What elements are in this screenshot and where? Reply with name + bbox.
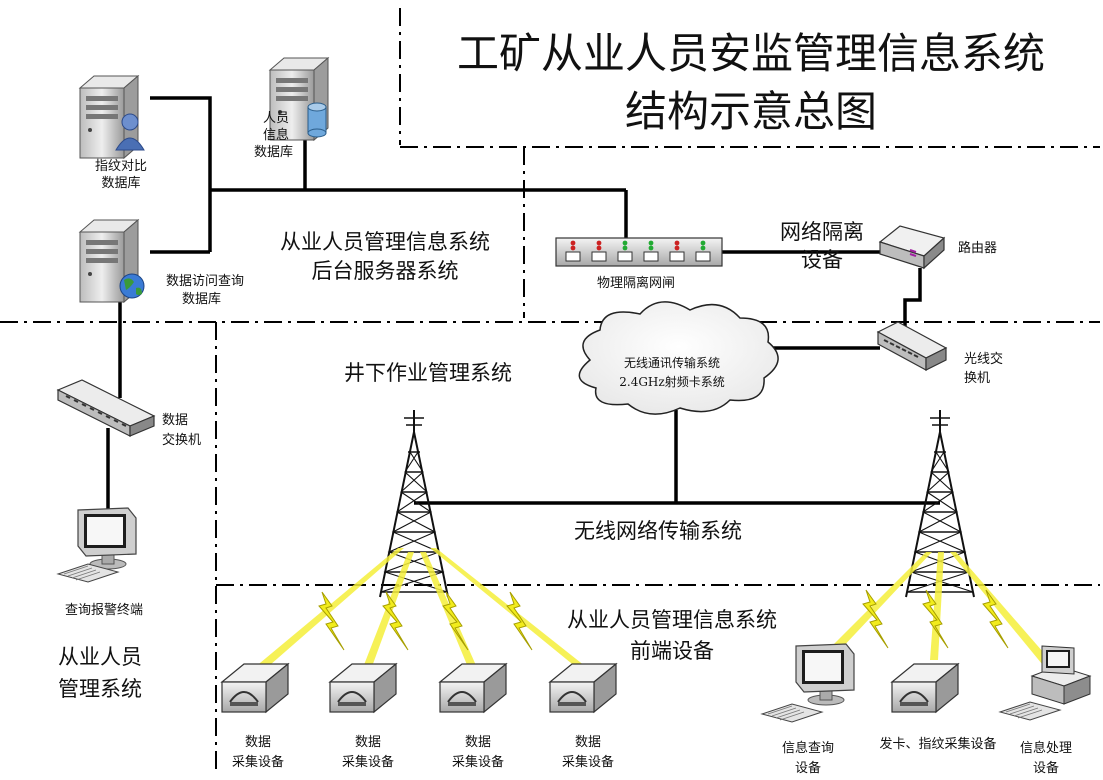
globe-icon xyxy=(119,273,145,299)
personnel-system-label-2: 管理系统 xyxy=(58,677,142,701)
info-process-label-1: 信息处理 xyxy=(1020,740,1072,756)
card-reader-icon xyxy=(549,663,617,713)
router-icon xyxy=(878,225,946,270)
gateway-label: 物理隔离网闸 xyxy=(597,275,675,291)
collector-4-label-1: 数据 xyxy=(575,735,601,750)
router-label: 路由器 xyxy=(958,240,997,256)
data-collector-2[interactable] xyxy=(329,663,397,713)
signal-links-right xyxy=(832,552,1050,664)
personnel-system-label-1: 从业人员 xyxy=(58,645,142,669)
collector-1-label-2: 采集设备 xyxy=(232,754,284,770)
collector-4-label-2: 采集设备 xyxy=(562,754,614,770)
monitor-icon xyxy=(795,643,855,706)
info-query-label-1: 信息查询 xyxy=(782,740,834,756)
title-line1: 工矿从业人员安监管理信息系统 xyxy=(457,29,1045,78)
title-line2: 结构示意总图 xyxy=(625,87,877,136)
alarm-terminal-device[interactable] xyxy=(57,507,137,583)
network-switch-icon xyxy=(876,321,948,372)
access-db-label-2: 数据库 xyxy=(182,291,221,307)
card-issue-label: 发卡、指纹采集设备 xyxy=(879,736,996,752)
info-process-label-2: 设备 xyxy=(1033,760,1059,776)
monitor-icon xyxy=(77,507,137,570)
data-collector-3[interactable] xyxy=(439,663,507,713)
keyboard-icon xyxy=(761,703,823,723)
signal-links-left xyxy=(254,548,590,672)
gateway-device[interactable] xyxy=(555,237,723,267)
isolation-label-1: 网络隔离 xyxy=(780,220,864,244)
collector-3-label-2: 采集设备 xyxy=(452,754,504,770)
card-reader-icon xyxy=(439,663,507,713)
frontend-section-label-1: 从业人员管理信息系统 xyxy=(567,608,777,632)
underground-section-label: 井下作业管理系统 xyxy=(344,361,512,385)
collector-2-label-2: 采集设备 xyxy=(342,754,394,770)
lightning-bolt-icon xyxy=(506,591,533,651)
wireless-net-label: 无线网络传输系统 xyxy=(574,519,742,543)
router-device[interactable] xyxy=(878,225,946,270)
network-links xyxy=(106,96,940,512)
fingerprint-db-label-1: 指纹对比 xyxy=(95,159,147,174)
fingerprint-db-label-2: 数据库 xyxy=(101,175,140,191)
frontend-section-label-2: 前端设备 xyxy=(630,639,714,663)
fingerprint-db-server[interactable] xyxy=(79,75,145,159)
network-switch-icon xyxy=(56,379,156,437)
data-collector-1[interactable] xyxy=(221,663,289,713)
cloud-label-2: 2.4GHz射频卡系统 xyxy=(619,374,724,389)
info-process-device[interactable] xyxy=(999,645,1092,721)
collector-1-label-1: 数据 xyxy=(245,735,271,750)
keyboard-icon xyxy=(999,701,1061,721)
gateway-icon xyxy=(555,237,723,267)
collector-2-label-1: 数据 xyxy=(355,735,381,750)
backend-section-label-1: 从业人员管理信息系统 xyxy=(280,230,490,254)
cloud-label-1: 无线通讯传输系统 xyxy=(624,355,720,370)
collector-3-label-1: 数据 xyxy=(465,735,491,750)
person-db-label-1: 人员 xyxy=(263,111,289,126)
data-switch-label-2: 交换机 xyxy=(162,432,201,448)
cloud-icon xyxy=(578,301,779,415)
backend-section-label-2: 后台服务器系统 xyxy=(312,259,459,283)
data-switch-label-1: 数据 xyxy=(162,413,188,428)
card-issue-device[interactable] xyxy=(891,663,959,713)
info-query-device[interactable] xyxy=(761,643,855,723)
card-reader-icon xyxy=(221,663,289,713)
desktop-computer-icon xyxy=(1030,645,1092,705)
person-db-label-2: 信息 xyxy=(263,127,289,143)
data-switch-device[interactable] xyxy=(56,379,156,437)
fiber-switch-device[interactable] xyxy=(876,321,948,372)
person-db-server[interactable] xyxy=(269,57,329,141)
card-reader-icon xyxy=(891,663,959,713)
terminal-label: 查询报警终端 xyxy=(65,602,143,618)
database-icon xyxy=(307,102,327,138)
access-db-label-1: 数据访问查询 xyxy=(166,274,244,289)
access-db-server[interactable] xyxy=(79,219,145,303)
person-db-label-3: 数据库 xyxy=(254,144,293,160)
wireless-cloud[interactable] xyxy=(578,301,779,415)
fiber-switch-label-2: 换机 xyxy=(964,371,990,386)
fiber-switch-label-1: 光线交 xyxy=(964,351,1003,367)
isolation-label-2: 设备 xyxy=(801,248,843,272)
info-query-label-2: 设备 xyxy=(795,760,821,776)
card-reader-icon xyxy=(329,663,397,713)
user-icon xyxy=(115,113,145,151)
data-collector-4[interactable] xyxy=(549,663,617,713)
